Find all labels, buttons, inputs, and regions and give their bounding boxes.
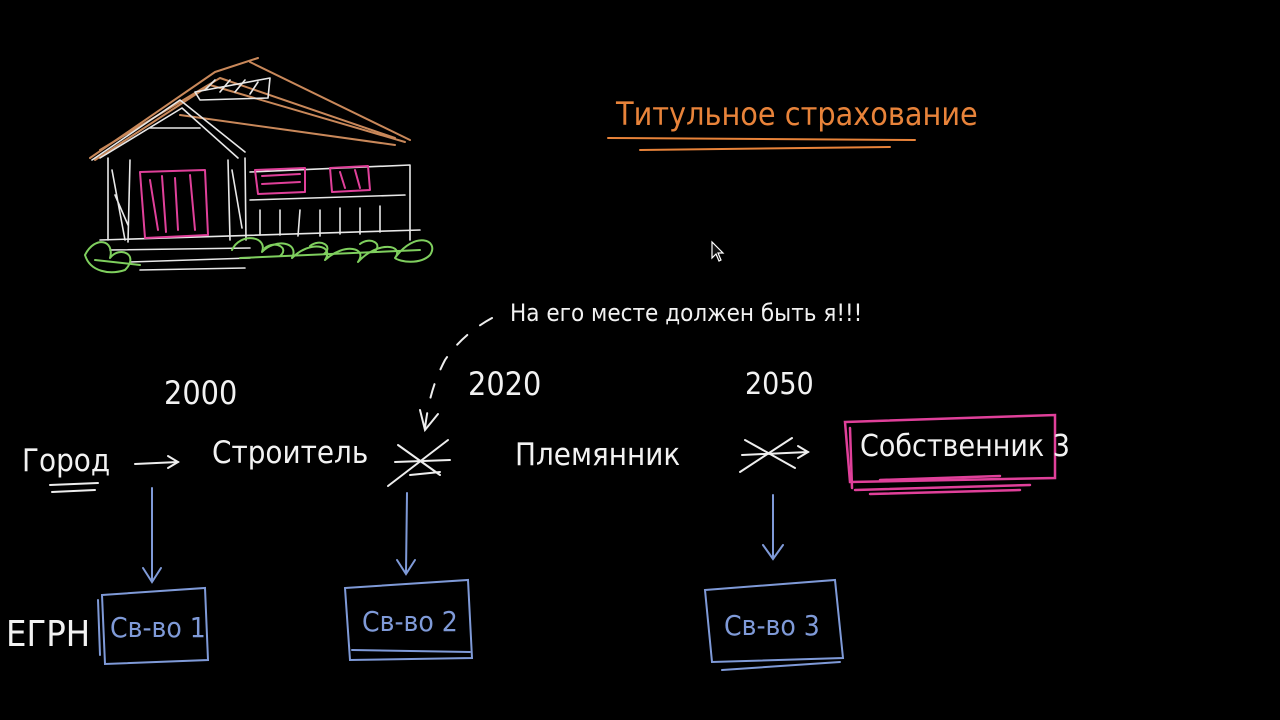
certificate-2: Св-во 2 [362, 605, 458, 638]
remark-text: На его месте должен быть я!!! [510, 299, 863, 327]
registry-label: ЕГРН [6, 614, 91, 655]
year-2020: 2020 [468, 365, 542, 403]
house-sketch-icon [84, 57, 434, 274]
certificate-boxes [97, 578, 845, 671]
cursor-icon [711, 240, 725, 262]
owner-nephew: Племянник [515, 437, 681, 473]
certificate-3: Св-во 3 [724, 609, 820, 642]
crossed-transfer-arrow-2 [387, 439, 451, 487]
owner-city: Город [22, 443, 111, 479]
transfer-arrow-1 [134, 455, 180, 469]
page-title: Титульное страхование [616, 95, 978, 133]
title-underline [607, 137, 916, 151]
year-2050: 2050 [745, 367, 814, 402]
registry-arrows [142, 487, 784, 584]
certificate-1: Св-во 1 [110, 611, 206, 644]
owner3-highlight-box [843, 413, 1057, 496]
remark-arrow [419, 317, 493, 433]
city-underline [49, 482, 99, 493]
owner-3: Собственник 3 [860, 429, 1070, 464]
crossed-transfer-arrow-3 [739, 437, 810, 473]
year-2000: 2000 [164, 374, 238, 412]
owner-builder: Строитель [212, 435, 369, 471]
